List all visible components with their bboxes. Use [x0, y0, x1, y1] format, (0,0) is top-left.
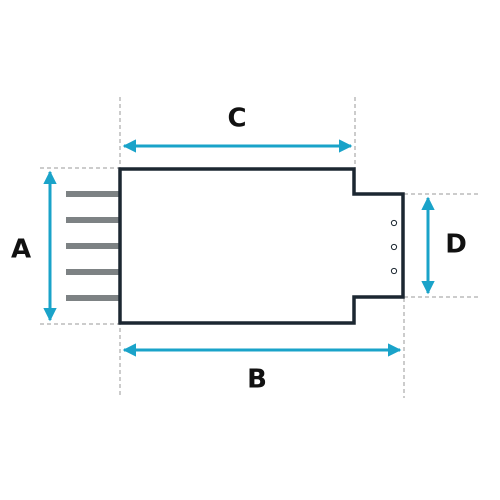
connector-pin [66, 243, 119, 249]
component-body-outline [118, 167, 405, 325]
dimension-label-d: D [445, 230, 467, 260]
connector-pin [66, 295, 119, 301]
dimension-label-b: B [247, 365, 267, 395]
dimension-arrows [43, 139, 435, 357]
connector-pin [66, 269, 119, 275]
tab-hole [390, 267, 398, 275]
connector-pins [66, 191, 119, 301]
dimension-label-c: C [227, 104, 246, 134]
dimension-label-a: A [11, 235, 31, 265]
tab-holes [390, 219, 398, 275]
tab-hole [390, 219, 398, 227]
connector-pin [66, 191, 119, 197]
tab-hole [390, 243, 398, 251]
connector-pin [66, 217, 119, 223]
